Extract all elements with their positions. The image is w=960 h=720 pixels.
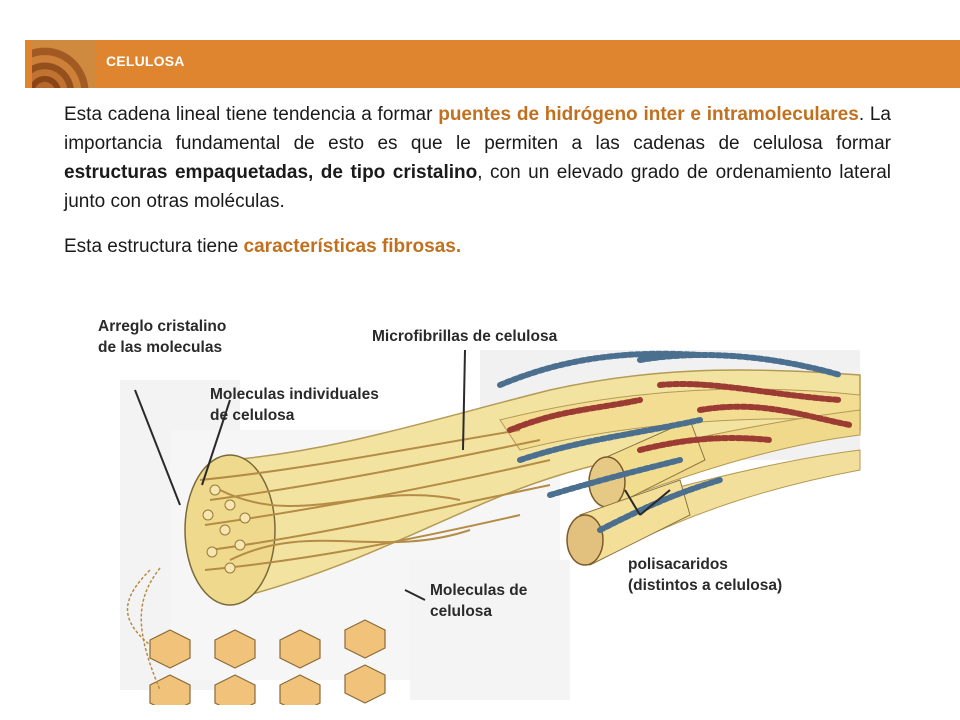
p1-text-2: . La importancia fundamental de esto es …	[64, 104, 892, 154]
label-polysaccharides: polisacaridos (distintos a celulosa)	[628, 554, 782, 596]
label-cellulose-line2: celulosa	[430, 603, 493, 620]
paragraph-2: Esta estructura tiene características fi…	[64, 232, 891, 261]
label-cellulose-line1: Moleculas de	[430, 582, 528, 599]
label-individual-molecules: Moleculas individuales de celulosa	[210, 384, 379, 426]
label-cellulose-molecules: Moleculas de celulosa	[430, 580, 527, 622]
cellulose-fiber-diagram: Arreglo cristalino de las moleculas Micr…	[80, 300, 870, 714]
label-individual-line2: de celulosa	[210, 407, 295, 424]
polysaccharide-chains	[497, 350, 853, 533]
p2-text-1: Esta estructura tiene	[64, 236, 244, 257]
label-microfibrils: Microfibrillas de celulosa	[372, 326, 557, 347]
p1-text-3: , con un elevado grado de ordenamiento l…	[64, 162, 891, 212]
label-crystalline-line2: de las moleculas	[98, 339, 223, 356]
page-title: CELULOSA	[106, 53, 185, 69]
p2-highlight-fibrous: características fibrosas.	[243, 236, 462, 257]
label-polysaccharides-line2: (distintos a celulosa)	[628, 577, 783, 594]
p1-bold-structures: estructuras empaquetadas, de tipo crista…	[64, 162, 478, 183]
label-individual-line1: Moleculas individuales	[210, 386, 379, 403]
label-polysaccharides-line1: polisacaridos	[628, 556, 728, 573]
p1-text-1: Esta cadena lineal tiene tendencia a for…	[64, 104, 439, 125]
header-bar	[25, 40, 960, 88]
p1-highlight-hydrogen: puentes de hidrógeno inter e intramolecu…	[438, 104, 859, 125]
paragraph-1: Esta cadena lineal tiene tendencia a for…	[64, 100, 891, 216]
label-microfibrils-line1: Microfibrillas de celulosa	[372, 328, 558, 345]
upper-branch	[499, 388, 861, 451]
fiber-illustration	[120, 349, 861, 714]
wood-rings-logo	[32, 40, 96, 88]
hexagon-molecule-chain	[149, 619, 386, 714]
label-crystalline-line1: Arreglo cristalino	[98, 318, 227, 335]
label-crystalline-arrangement: Arreglo cristalino de las moleculas	[98, 316, 226, 358]
